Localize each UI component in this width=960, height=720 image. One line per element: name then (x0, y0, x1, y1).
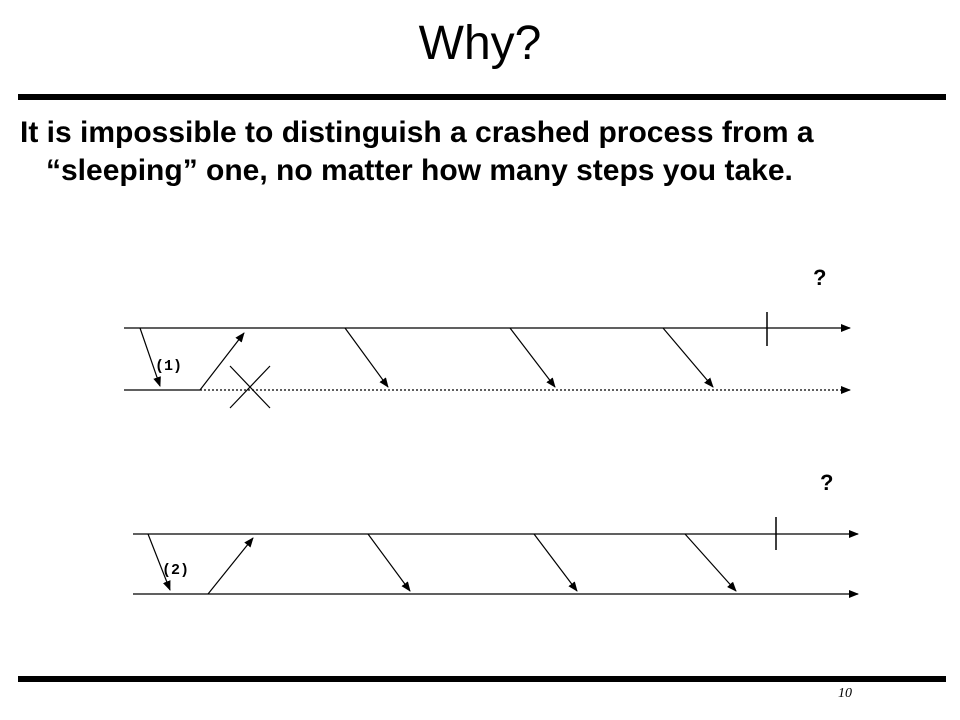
message-in-scenario-2 (147, 533, 171, 591)
message-3-scenario-1 (662, 327, 714, 388)
query-mark-scenario-2: ? (820, 470, 833, 495)
scenario-label-2: (2) (162, 562, 189, 579)
top-divider (18, 94, 946, 100)
scenario-label-1: (1) (155, 358, 182, 375)
message-2-scenario-1 (509, 327, 556, 388)
message-out-scenario-1 (199, 332, 245, 391)
message-2-scenario-2 (533, 533, 578, 592)
message-in-scenario-1 (139, 327, 161, 387)
query-mark-scenario-1: ? (813, 265, 826, 290)
message-1-scenario-2 (367, 533, 411, 592)
message-3-scenario-2 (684, 533, 737, 592)
bottom-divider (18, 676, 946, 682)
body-text: It is impossible to distinguish a crashe… (20, 116, 814, 187)
scenario-1: (1) ? (124, 265, 851, 409)
slide-title: Why? (418, 17, 542, 70)
message-1-scenario-1 (344, 327, 389, 388)
crash-mark (229, 365, 271, 409)
message-out-scenario-2 (207, 537, 254, 595)
page-number: 10 (838, 686, 852, 701)
scenario-2: (2) ? (133, 470, 859, 598)
